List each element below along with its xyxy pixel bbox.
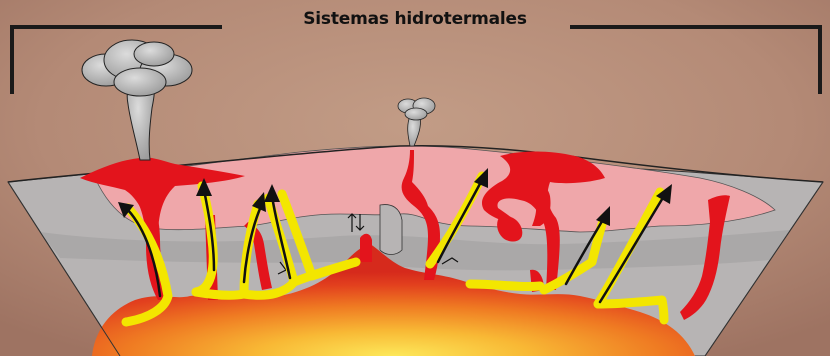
diagram-title: Sistemas hidrotermales <box>0 9 830 29</box>
fault-blocks <box>380 205 402 255</box>
